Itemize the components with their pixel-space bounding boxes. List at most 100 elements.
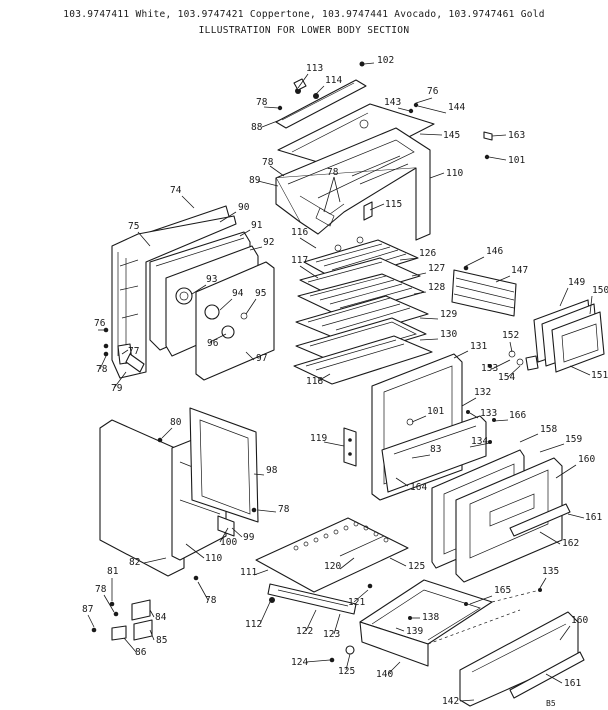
lower-small-parts: [157, 437, 257, 581]
part-label-149: 149: [568, 277, 585, 288]
part-label-100: 100: [220, 537, 237, 548]
part-label-98: 98: [266, 465, 278, 476]
part-label-146: 146: [486, 246, 503, 257]
drawer-165: [359, 579, 493, 667]
rail-fasteners: [269, 583, 373, 663]
drawer-guides: [427, 588, 542, 645]
part-label-102: 102: [377, 55, 394, 66]
part-label-112: 112: [245, 619, 262, 630]
vent-grille-147: [451, 265, 517, 317]
leader-lines: [87, 62, 593, 702]
part-label-161: 161: [564, 678, 581, 689]
part-label-114: 114: [325, 75, 342, 86]
part-label-124: 124: [291, 657, 308, 668]
part-label-115: 115: [385, 199, 402, 210]
part-label-133: 133: [480, 408, 497, 419]
part-label-83: 83: [430, 444, 441, 455]
part-label-85: 85: [156, 635, 167, 646]
part-label-110: 110: [205, 553, 222, 564]
side-panel-97: [195, 261, 275, 381]
part-label-118: 118: [306, 376, 323, 387]
part-label-129: 129: [440, 309, 457, 320]
lower-back-panel-98: [189, 407, 259, 523]
part-label-81: 81: [107, 566, 119, 577]
part-label-119: 119: [310, 433, 327, 444]
part-label-159: 159: [565, 434, 582, 445]
part-label-92: 92: [263, 237, 274, 248]
part-label-117: 117: [291, 255, 308, 266]
part-label-78: 78: [96, 364, 108, 375]
part-label-99: 99: [243, 532, 255, 543]
part-label-132: 132: [474, 387, 491, 398]
part-label-151: 151: [591, 370, 608, 381]
part-label-110: 110: [446, 168, 463, 179]
bottom-element-118: [293, 335, 433, 385]
top-trim-strip: [275, 79, 367, 129]
side-small-parts: [103, 327, 145, 373]
leveler-parts-84: [91, 599, 153, 641]
door-liner-164: [381, 415, 487, 493]
part-label-160: 160: [571, 615, 588, 626]
part-label-74: 74: [170, 185, 182, 196]
part-label-79: 79: [111, 383, 123, 394]
part-label-162: 162: [562, 538, 579, 549]
part-label-88: 88: [251, 122, 263, 133]
door-front-162: [455, 457, 563, 583]
part-label-87: 87: [82, 604, 93, 615]
part-label-80: 80: [170, 417, 182, 428]
part-label-75: 75: [128, 221, 139, 232]
part-label-78: 78: [262, 157, 274, 168]
part-label-164: 164: [410, 482, 427, 493]
part-label-166: 166: [509, 410, 526, 421]
part-label-152: 152: [502, 330, 519, 341]
part-label-140: 140: [376, 669, 393, 680]
part-label-144: 144: [448, 102, 465, 113]
part-label-154: 154: [498, 372, 515, 383]
part-label-121: 121: [348, 597, 365, 608]
oven-top-body-110: [275, 127, 431, 241]
part-label-120: 120: [324, 561, 341, 572]
part-label-111: 111: [240, 567, 257, 578]
part-label-131: 131: [470, 341, 487, 352]
part-label-93: 93: [206, 274, 217, 285]
part-label-101: 101: [427, 406, 444, 417]
part-label-150: 150: [592, 285, 608, 296]
part-label-135: 135: [542, 566, 559, 577]
part-label-161: 161: [585, 512, 602, 523]
part-label-90: 90: [238, 202, 250, 213]
side-frame-75: [111, 215, 237, 379]
latch-parts-152: [488, 350, 539, 371]
part-label-122: 122: [296, 626, 313, 637]
part-label-165: 165: [494, 585, 511, 596]
part-label-128: 128: [428, 282, 445, 293]
part-label-96: 96: [207, 338, 219, 349]
part-label-94: 94: [232, 288, 244, 299]
part-label-78: 78: [205, 595, 217, 606]
part-label-153: 153: [481, 363, 498, 374]
part-label-158: 158: [540, 424, 557, 435]
part-label-116: 116: [291, 227, 308, 238]
window-assembly-149: [533, 299, 605, 373]
part-label-95: 95: [255, 288, 266, 299]
model-list-header: 103.9747411 White, 103.9747421 Copperton…: [63, 9, 545, 20]
part-label-145: 145: [443, 130, 460, 141]
part-label-78: 78: [278, 504, 290, 515]
mounting-rail-122: [267, 583, 357, 615]
part-label-77: 77: [128, 346, 139, 357]
part-label-163: 163: [508, 130, 525, 141]
part-label-76: 76: [427, 86, 439, 97]
part-label-125: 125: [338, 666, 355, 677]
part-label-101: 101: [508, 155, 525, 166]
oven-rack-129: [295, 295, 429, 341]
part-label-143: 143: [384, 97, 401, 108]
part-label-125: 125: [408, 561, 425, 572]
side-panel-82: [99, 419, 185, 577]
part-label-138: 138: [422, 612, 439, 623]
door-handle-161: [509, 503, 571, 537]
part-label-139: 139: [406, 626, 423, 637]
part-label-78: 78: [256, 97, 268, 108]
part-label-127: 127: [428, 263, 445, 274]
top-clip-parts: [277, 61, 493, 160]
